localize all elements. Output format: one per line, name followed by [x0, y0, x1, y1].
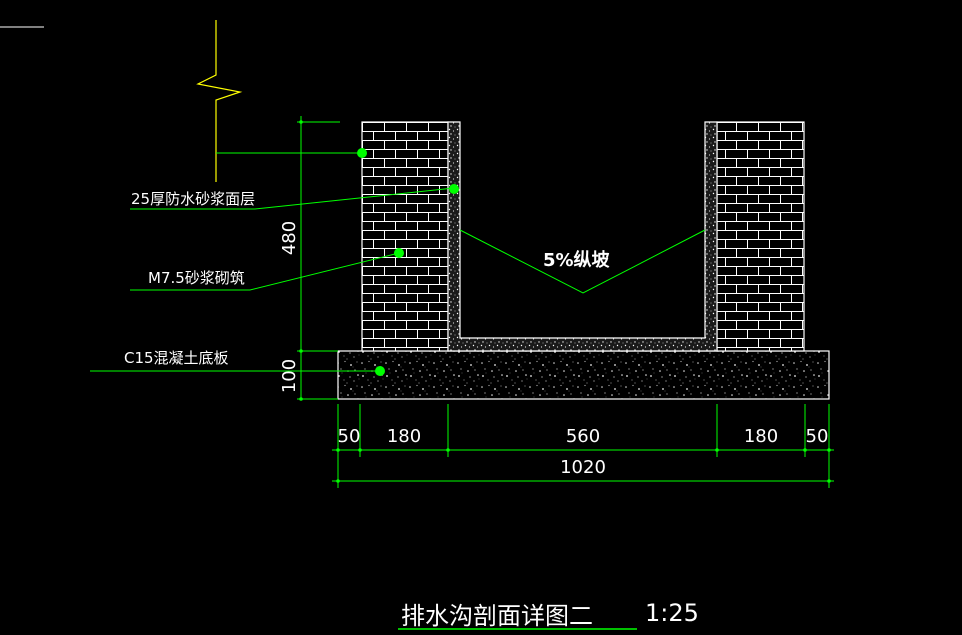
right-brick-wall: [716, 121, 805, 352]
break-line: [196, 20, 243, 182]
leaders: [90, 152, 455, 372]
dimension-total: 1020: [560, 457, 606, 478]
masonry-label: M7.5砂浆砌筑: [148, 269, 245, 287]
base-slab-label: C15混凝土底板: [124, 349, 229, 367]
slope-label: 5%纵坡: [543, 249, 611, 271]
vertical-dimension-lines: [297, 116, 340, 400]
slab-thickness-dimension: 100: [279, 359, 300, 393]
dimension-180-right: 180: [744, 426, 778, 447]
concrete-base-slab: [337, 350, 830, 400]
drawing-scale: 1:25: [645, 599, 699, 627]
horizontal-dimension-ticks: [336, 448, 831, 483]
slope-line: [459, 229, 706, 294]
waterproof-mortar-lining: [447, 121, 718, 352]
dimension-560: 560: [566, 426, 600, 447]
dimension-180-left: 180: [387, 426, 421, 447]
drawing-title: 排水沟剖面详图二: [401, 602, 593, 630]
vertical-dimension-ticks: [299, 120, 303, 401]
left-brick-wall: [361, 121, 449, 352]
dimension-50-right: 50: [806, 426, 829, 447]
dimension-50-left: 50: [338, 426, 361, 447]
leader-dots: [357, 148, 459, 376]
horizontal-dimension-lines: [332, 404, 834, 488]
wall-height-dimension: 480: [279, 221, 300, 255]
waterproof-layer-label: 25厚防水砂浆面层: [131, 190, 255, 208]
